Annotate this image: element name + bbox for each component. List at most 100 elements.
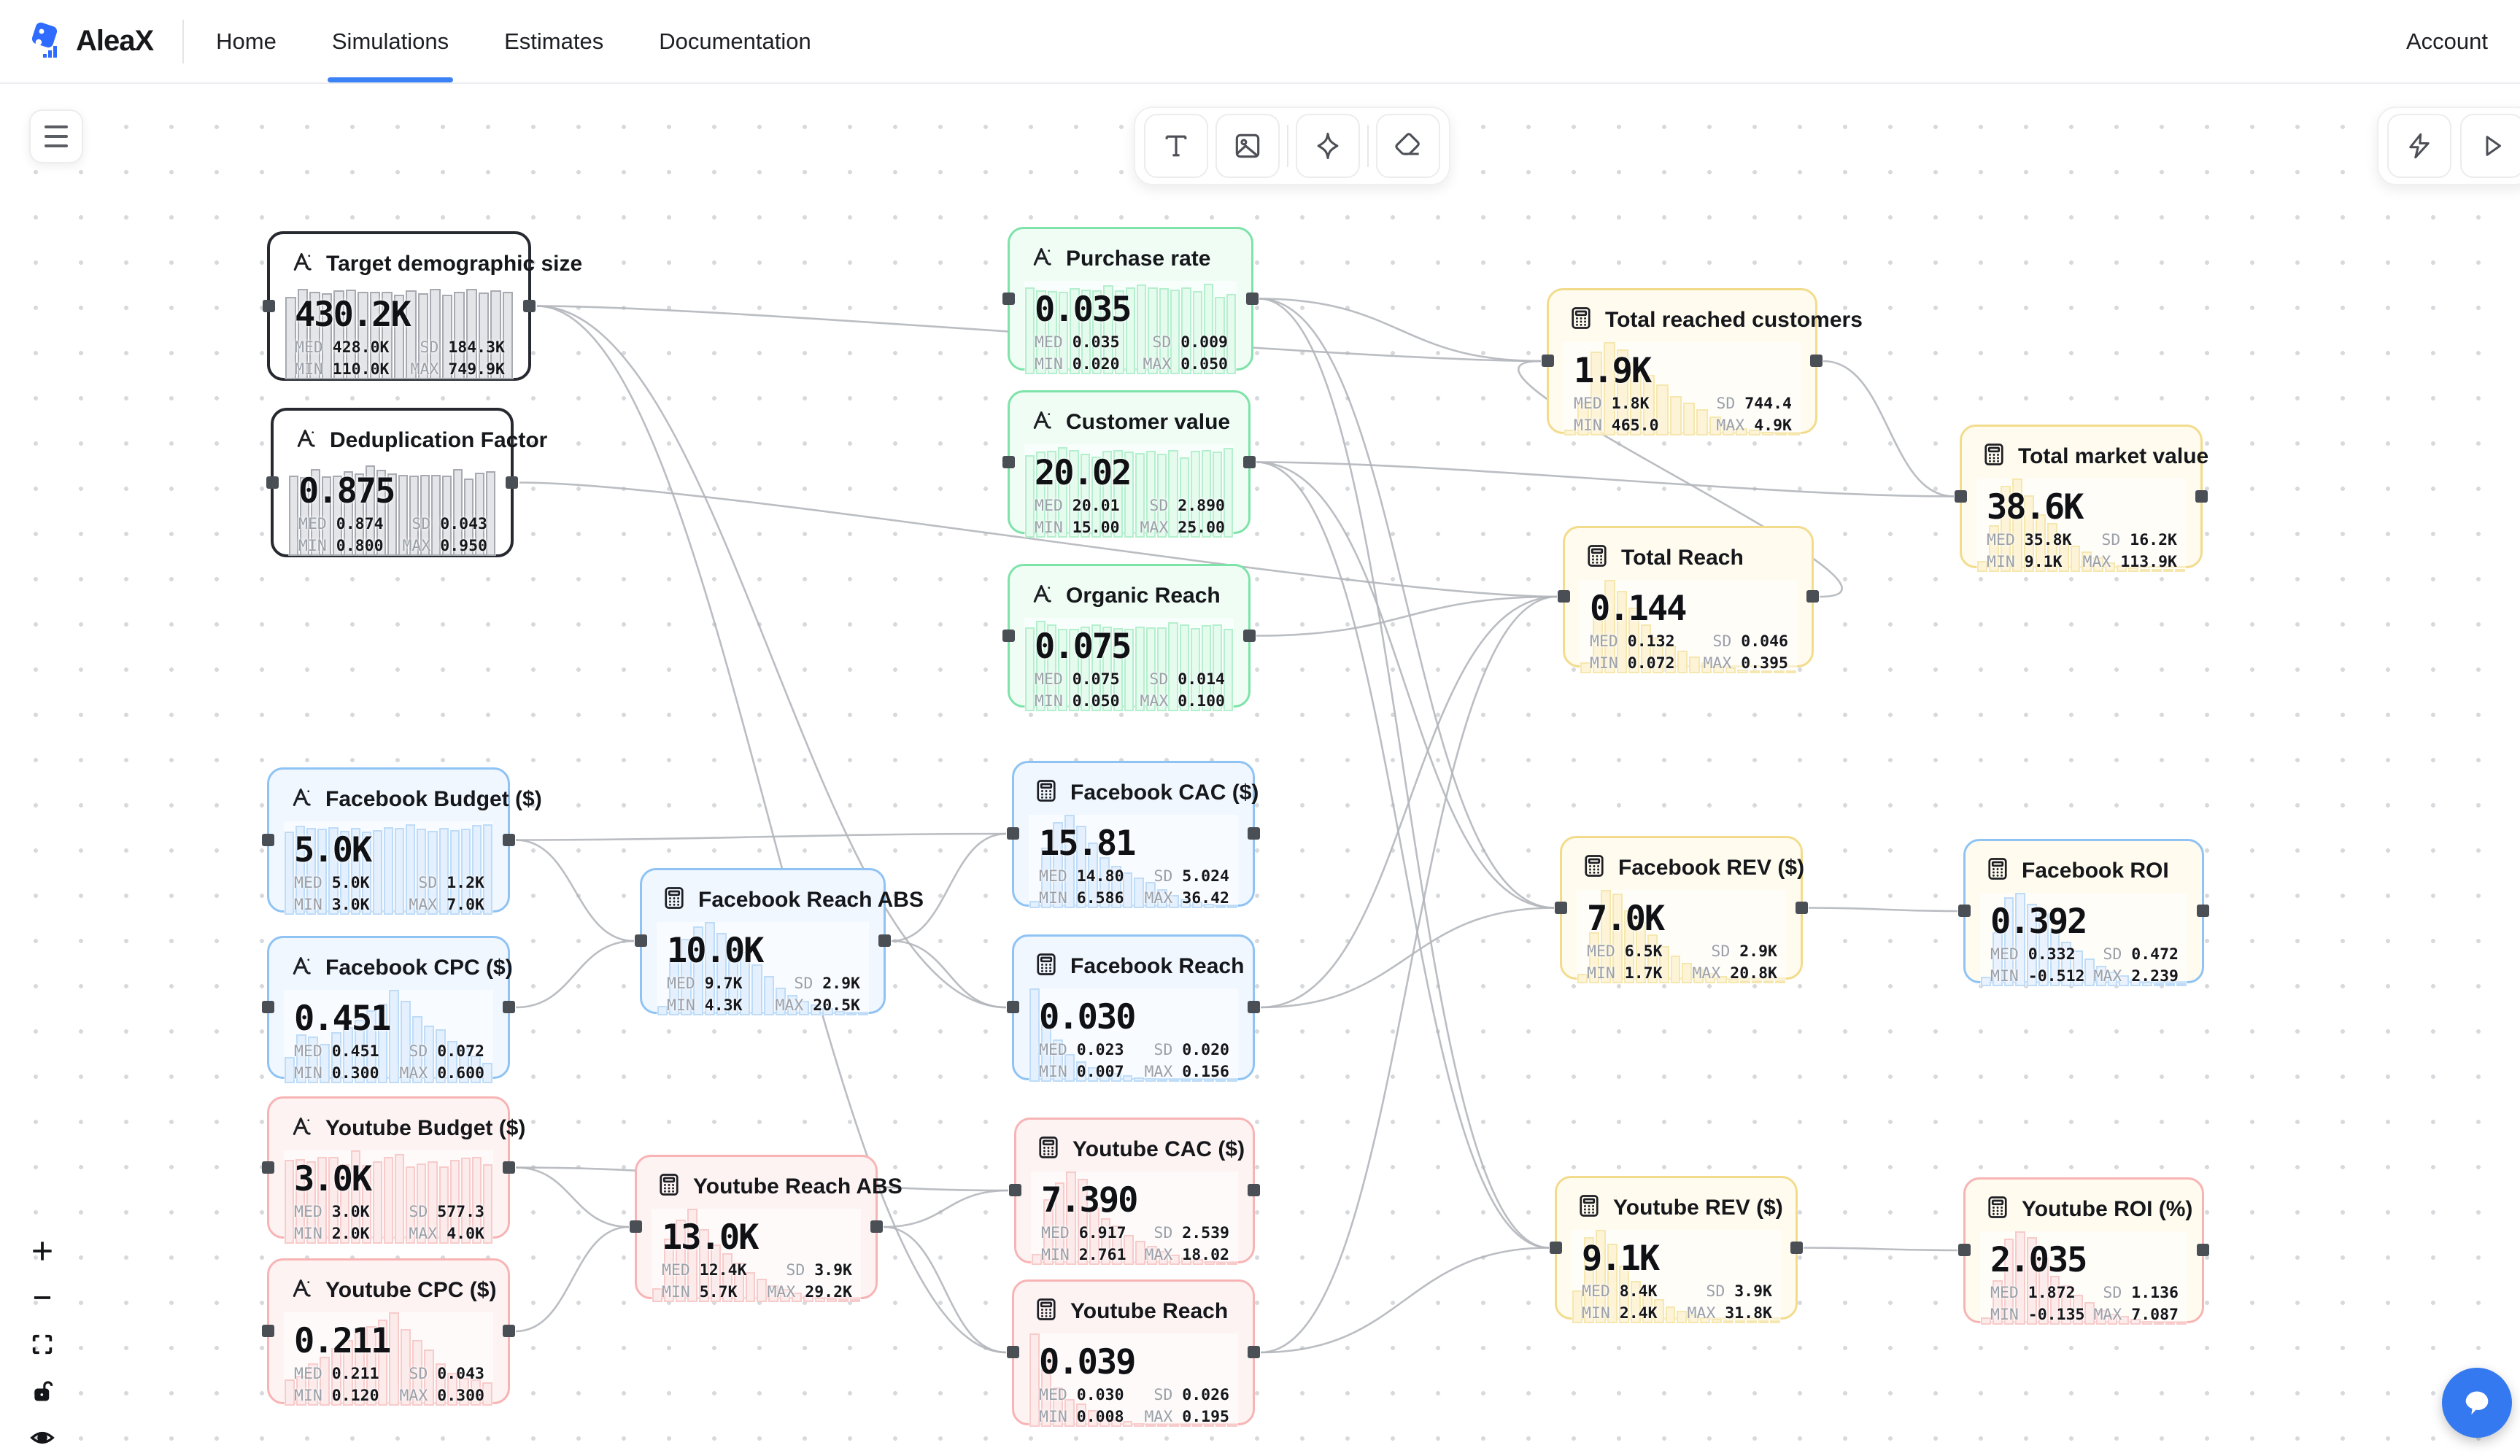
zoom-in-button[interactable] — [28, 1236, 57, 1266]
run-simulation-button[interactable] — [2460, 114, 2520, 178]
visibility-button[interactable] — [28, 1423, 57, 1452]
input-port[interactable] — [1558, 590, 1570, 603]
histogram-bar — [482, 824, 493, 915]
output-port[interactable] — [523, 299, 536, 312]
input-port[interactable] — [630, 1220, 642, 1233]
input-port[interactable] — [1542, 355, 1554, 367]
input-port[interactable] — [1958, 1244, 1971, 1256]
input-port[interactable] — [1009, 1184, 1021, 1196]
nav-item-documentation[interactable]: Documentation — [659, 28, 811, 54]
input-port[interactable] — [262, 833, 274, 846]
fit-view-button[interactable] — [28, 1330, 57, 1359]
histogram-bar — [1588, 932, 1599, 983]
input-port[interactable] — [1002, 455, 1015, 468]
nav-item-estimates[interactable]: Estimates — [504, 28, 604, 54]
ai-tool-button[interactable] — [1296, 114, 1360, 178]
histogram-bar — [1226, 1424, 1237, 1427]
chat-button[interactable] — [2442, 1368, 2512, 1438]
image-tool-button[interactable] — [1215, 114, 1280, 178]
output-port[interactable] — [1248, 1001, 1260, 1013]
output-port[interactable] — [1248, 1346, 1260, 1358]
output-port[interactable] — [1790, 1241, 1803, 1254]
output-port[interactable] — [506, 476, 518, 489]
input-port[interactable] — [1002, 629, 1015, 642]
stat-max: MAX 20.5K — [775, 996, 860, 1015]
zoom-out-button[interactable] — [28, 1283, 57, 1312]
input-port[interactable] — [262, 1001, 274, 1013]
output-port[interactable] — [870, 1220, 883, 1233]
output-port[interactable] — [1806, 590, 1819, 603]
output-port[interactable] — [1243, 629, 1256, 642]
histogram-bar — [1170, 1254, 1180, 1265]
eraser-tool-button[interactable] — [1376, 114, 1440, 178]
input-port[interactable] — [1007, 827, 1019, 840]
histogram-bar — [490, 290, 501, 379]
output-port[interactable] — [2197, 1244, 2209, 1256]
brand[interactable]: AleaX — [26, 22, 154, 61]
output-port[interactable] — [2195, 489, 2208, 503]
output-port[interactable] — [2197, 905, 2209, 917]
histogram-bar — [1717, 975, 1728, 983]
input-port[interactable] — [1958, 905, 1971, 917]
input-port[interactable] — [1007, 1346, 1019, 1358]
output-port[interactable] — [503, 833, 515, 846]
output-port[interactable] — [1810, 355, 1823, 367]
output-port[interactable] — [503, 1325, 515, 1337]
input-port[interactable] — [266, 476, 279, 489]
input-port[interactable] — [262, 1325, 274, 1337]
output-port[interactable] — [503, 1001, 515, 1013]
nav-item-simulations[interactable]: Simulations — [327, 0, 454, 82]
output-port[interactable] — [1248, 1184, 1260, 1196]
output-port[interactable] — [1246, 292, 1259, 305]
input-port[interactable] — [1002, 292, 1015, 305]
input-port[interactable] — [1550, 1241, 1562, 1254]
node-header: Purchase rate — [1029, 244, 1237, 274]
input-port[interactable] — [262, 1161, 274, 1174]
input-port[interactable] — [635, 934, 647, 947]
lock-button[interactable] — [28, 1376, 57, 1406]
input-port[interactable] — [1555, 901, 1567, 914]
stat-sd: SD 2.890 — [1149, 497, 1225, 515]
node-title: Total reached customers — [1605, 307, 1863, 332]
histogram-bar — [447, 1041, 458, 1083]
output-port[interactable] — [878, 934, 891, 947]
histogram-bar — [1087, 1066, 1098, 1082]
output-port[interactable] — [1248, 827, 1260, 840]
quick-run-button[interactable] — [2387, 114, 2451, 178]
input-port[interactable] — [1955, 489, 1967, 503]
input-port[interactable] — [263, 299, 275, 312]
histogram-bar — [1180, 899, 1191, 908]
output-port[interactable] — [1796, 901, 1808, 914]
account-button[interactable]: Account — [2405, 28, 2488, 54]
output-port[interactable] — [503, 1161, 515, 1174]
menu-button[interactable] — [29, 109, 83, 163]
output-port[interactable] — [1243, 455, 1256, 468]
histogram-bars — [1029, 988, 1238, 1082]
nav-item-home[interactable]: Home — [216, 28, 277, 54]
input-port[interactable] — [1007, 1001, 1019, 1013]
text-tool-button[interactable] — [1144, 114, 1208, 178]
